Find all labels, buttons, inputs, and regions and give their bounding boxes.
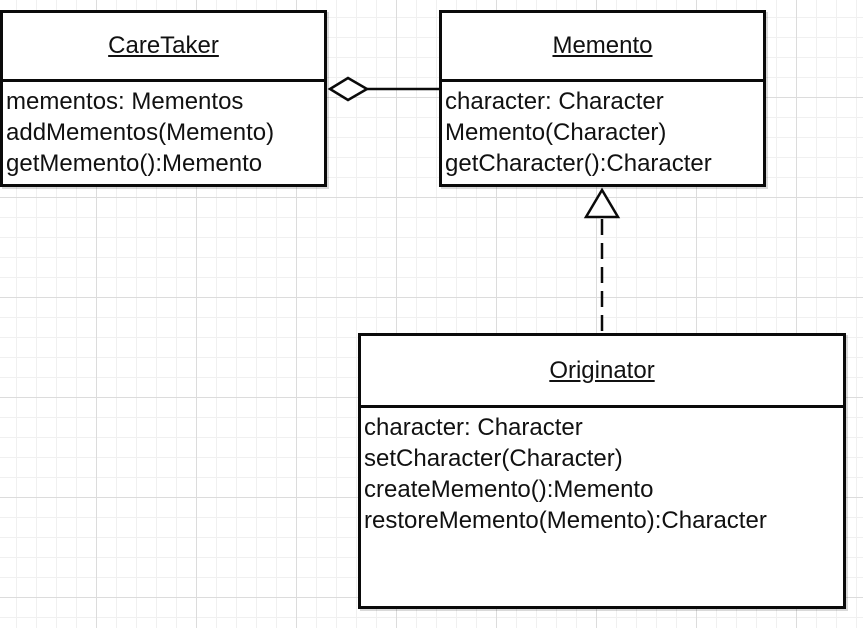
realization-connector — [583, 187, 621, 333]
originator-method-setcharacter: setCharacter(Character) — [364, 445, 623, 472]
memento-attribute-character: character: Character — [445, 88, 664, 115]
caretaker-class-name: CareTaker — [3, 13, 324, 82]
originator-attribute-character: character: Character — [364, 414, 583, 441]
realization-triangle-icon — [583, 187, 621, 219]
originator-class-name: Originator — [361, 336, 843, 408]
memento-members: character: Character Memento(Character) … — [442, 82, 763, 179]
originator-method-creatememento: createMemento():Memento — [364, 476, 654, 503]
caretaker-method-getmemento: getMemento():Memento — [6, 150, 263, 177]
caretaker-attribute-mementos: mementos: Mementos — [6, 88, 244, 115]
caretaker-members: mementos: Mementos addMementos(Memento) … — [3, 82, 324, 179]
aggregation-connector — [327, 76, 439, 102]
aggregation-diamond-icon — [327, 76, 370, 102]
caretaker-method-addmementos: addMementos(Memento) — [6, 119, 275, 146]
originator-method-restorememento: restoreMemento(Memento):Character — [364, 507, 767, 534]
memento-class-name: Memento — [442, 13, 763, 82]
originator-members: character: Character setCharacter(Charac… — [361, 408, 843, 536]
originator-class[interactable]: Originator character: Character setChara… — [358, 333, 846, 609]
memento-class[interactable]: Memento character: Character Memento(Cha… — [439, 10, 766, 187]
memento-constructor: Memento(Character) — [445, 119, 667, 146]
memento-method-getcharacter: getCharacter():Character — [445, 150, 712, 177]
caretaker-class[interactable]: CareTaker mementos: Mementos addMementos… — [0, 10, 327, 187]
